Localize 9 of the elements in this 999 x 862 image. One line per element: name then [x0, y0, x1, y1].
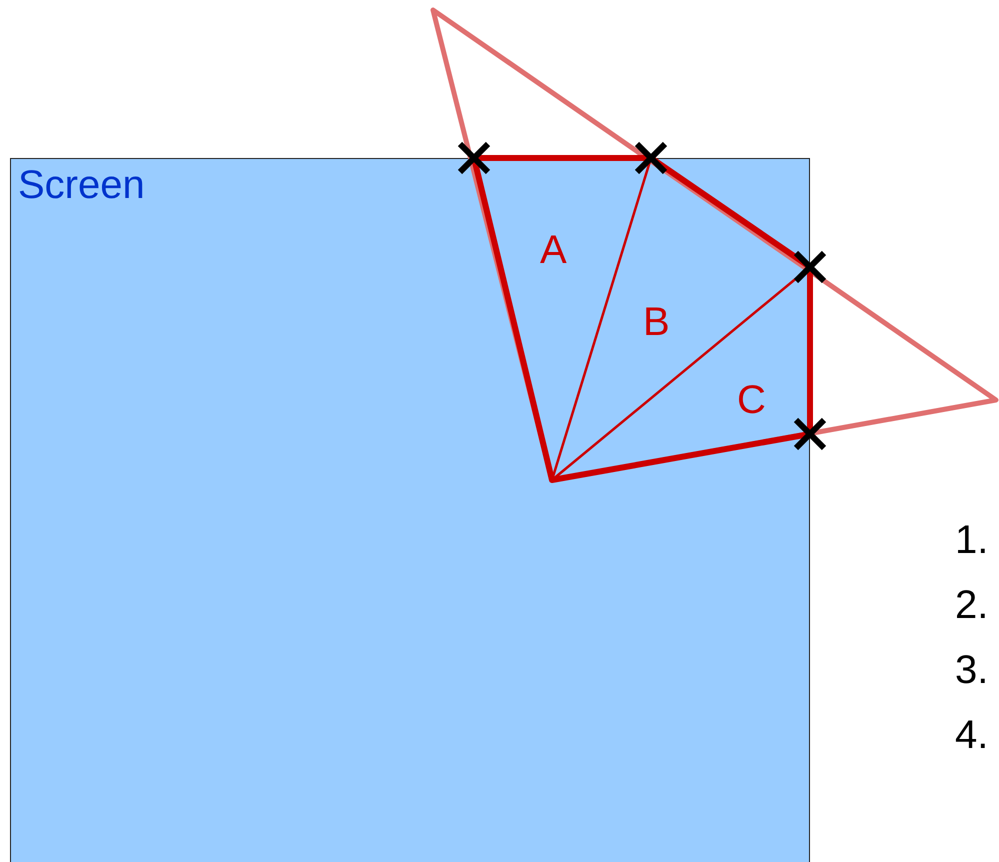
step-number: 4.: [955, 715, 988, 755]
step-number: 3.: [955, 650, 988, 690]
region-letter: C: [737, 380, 766, 420]
region-letter: A: [540, 230, 567, 270]
region-letter: B: [643, 302, 670, 342]
screen-rectangle: [10, 158, 810, 862]
step-number: 2.: [955, 585, 988, 625]
step-number: 1.: [955, 520, 988, 560]
screen-label: Screen: [18, 165, 145, 205]
